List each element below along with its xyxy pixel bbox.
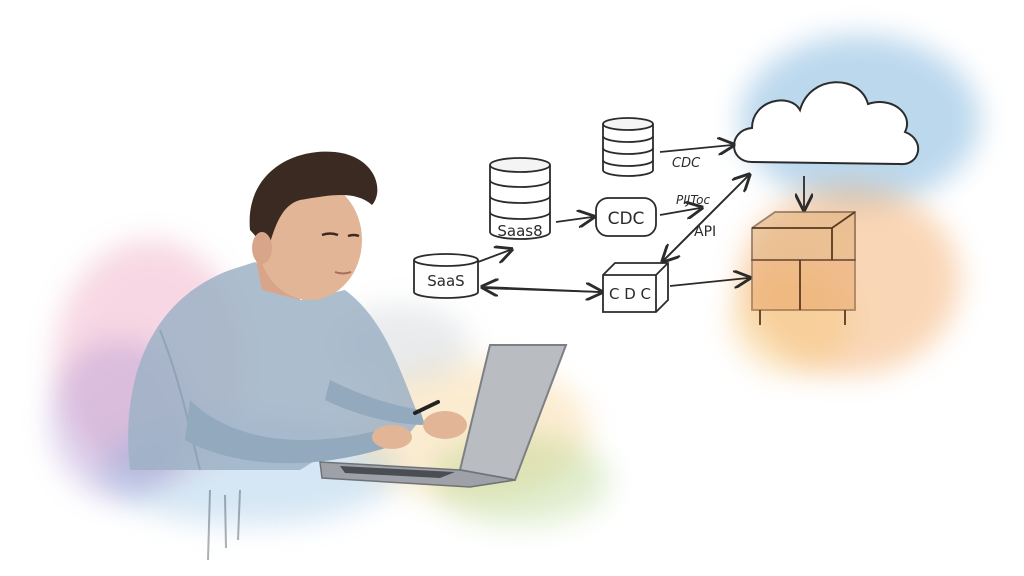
cdc-label: CDC <box>608 209 645 229</box>
database-top <box>602 117 654 177</box>
database-label: Saas8 <box>497 222 542 240</box>
saas-node: SaaS <box>413 253 479 299</box>
cdc-cube-label: C D C <box>609 285 651 303</box>
right-arm <box>325 380 425 425</box>
left-hand <box>372 425 412 449</box>
scribble-note: PIJToc <box>676 193 711 207</box>
laptop <box>319 344 568 488</box>
database-saas8: Saas8 <box>489 157 551 240</box>
hair <box>249 151 378 250</box>
saas-label: SaaS <box>427 272 464 290</box>
flow-arrows <box>477 145 804 292</box>
pen <box>413 400 440 415</box>
cdc-note: CDC <box>672 156 701 171</box>
right-hand <box>423 411 467 439</box>
warehouse-boxes-icon <box>751 211 856 325</box>
person-at-laptop <box>128 151 467 471</box>
paint-drips <box>207 489 241 561</box>
laptop-keyboard <box>340 466 455 478</box>
api-note: API <box>694 224 716 240</box>
left-arm <box>185 400 395 464</box>
cdc-node: CDC <box>595 197 657 237</box>
data-flow-diagram: Saas8 SaaS CDC C D C <box>413 81 920 325</box>
cdc-cube-node: C D C <box>602 262 669 313</box>
cloud-icon <box>733 81 920 166</box>
ear <box>252 232 272 264</box>
